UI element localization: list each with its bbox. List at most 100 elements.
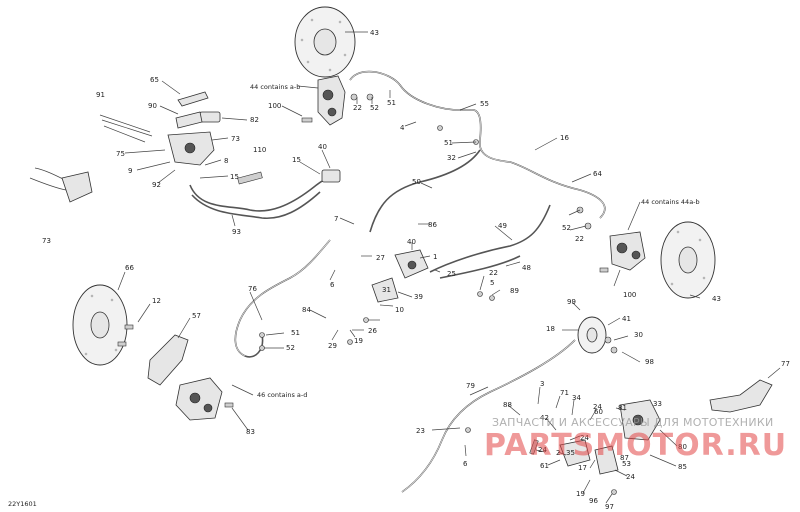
callout-110: 110 — [253, 146, 266, 154]
callout-77: 77 — [781, 360, 790, 368]
callout-46-contains-a-d: 46 contains a-d — [257, 391, 307, 399]
callout-6b: 6 — [463, 460, 468, 468]
brake-lines — [29, 70, 606, 493]
callout-66: 66 — [125, 264, 134, 272]
callout-22c: 22 — [489, 269, 498, 277]
part-callouts: 43 44 contains a-b 22 52 51 55 65 90 82 … — [8, 29, 790, 511]
callout-97: 97 — [605, 503, 614, 511]
callout-82: 82 — [250, 116, 259, 124]
brake-disc-right — [660, 221, 716, 299]
callout-15: 15 — [230, 173, 239, 181]
callout-32: 32 — [447, 154, 456, 162]
callout-29: 29 — [328, 342, 337, 350]
callout-65: 65 — [150, 76, 159, 84]
callout-44-contains-44a-b: 44 contains 44a-b — [641, 198, 700, 206]
callout-19b: 19 — [576, 490, 585, 498]
watermark-logo: PARTSMOTOR.RU — [484, 428, 788, 463]
callout-8: 8 — [224, 157, 228, 165]
callout-4: 4 — [400, 124, 405, 132]
callout-85: 85 — [678, 463, 687, 471]
callout-43: 43 — [370, 29, 379, 37]
callout-100b: 100 — [623, 291, 636, 299]
callout-51b: 51 — [444, 139, 453, 147]
callout-76: 76 — [248, 285, 257, 293]
callout-17: 17 — [578, 464, 587, 472]
callout-25: 25 — [447, 270, 456, 278]
callout-90: 90 — [148, 102, 157, 110]
callout-6: 6 — [330, 281, 335, 289]
bracket-65 — [177, 91, 209, 107]
callout-79: 79 — [466, 382, 475, 390]
callout-89: 89 — [510, 287, 519, 295]
callout-80: 80 — [678, 443, 687, 451]
callout-12: 12 — [152, 297, 161, 305]
callout-86: 86 — [428, 221, 437, 229]
callout-15b: 15 — [292, 156, 301, 164]
callout-96: 96 — [589, 497, 598, 505]
junction-40 — [321, 169, 341, 183]
callout-42: 42 — [540, 414, 549, 422]
callout-48: 48 — [522, 264, 531, 272]
callout-10: 10 — [395, 306, 404, 314]
callout-61: 61 — [540, 462, 549, 470]
callout-9: 9 — [128, 167, 132, 175]
diagram-code: 22Y1601 — [8, 500, 37, 508]
bracket-90 — [175, 111, 203, 129]
callout-98: 98 — [645, 358, 654, 366]
callout-51c: 51 — [291, 329, 300, 337]
callout-93: 93 — [232, 228, 241, 236]
callout-34: 34 — [572, 394, 581, 402]
callout-16: 16 — [560, 134, 569, 142]
callout-73b: 73 — [42, 237, 51, 245]
callout-83: 83 — [246, 428, 255, 436]
callout-92: 92 — [152, 181, 161, 189]
callout-44-contains-a-b: 44 contains a-b — [250, 83, 300, 91]
callout-99: 99 — [567, 298, 576, 306]
brake-disc-top — [294, 6, 356, 78]
callout-3: 3 — [540, 380, 544, 388]
callout-50: 50 — [412, 178, 421, 186]
callout-24c: 24 — [538, 446, 547, 454]
caliper-bracket-57 — [147, 334, 189, 386]
callout-81: 81 — [618, 404, 627, 412]
callout-5: 5 — [490, 279, 494, 287]
master-cylinder-73 — [167, 131, 215, 166]
callout-49: 49 — [498, 222, 507, 230]
callout-60: 60 — [594, 408, 603, 416]
callout-1: 1 — [433, 253, 437, 261]
valve-39 — [371, 277, 399, 303]
callout-19: 19 — [354, 337, 363, 345]
callout-57: 57 — [192, 312, 201, 320]
callout-7: 7 — [334, 215, 338, 223]
callout-26: 26 — [368, 327, 377, 335]
rear-caliper-assembly — [559, 399, 661, 475]
callout-52c: 52 — [286, 344, 295, 352]
abs-module-1 — [394, 249, 429, 279]
callout-84: 84 — [302, 306, 311, 314]
callout-52: 52 — [370, 104, 379, 112]
callout-100: 100 — [268, 102, 281, 110]
callout-51: 51 — [387, 99, 396, 107]
callout-30: 30 — [634, 331, 643, 339]
callout-88: 88 — [503, 401, 512, 409]
watermark-tagline: ЗАПЧАСТИ И АКСЕССУАРЫ ДЛЯ МОТОТЕХНИКИ — [492, 416, 774, 429]
callout-40b: 40 — [407, 238, 416, 246]
callout-27: 27 — [376, 254, 385, 262]
callout-35: 35 — [566, 449, 575, 457]
callout-73: 73 — [231, 135, 240, 143]
callout-87: 87 — [620, 454, 629, 462]
leader-lines — [117, 31, 781, 504]
reservoir-82 — [199, 111, 221, 123]
caliper-top — [317, 75, 346, 126]
callout-40: 40 — [318, 143, 327, 151]
callout-22: 22 — [353, 104, 362, 112]
connector-block-73 — [61, 171, 93, 203]
callout-75: 75 — [116, 150, 125, 158]
rear-disc-41 — [577, 316, 607, 354]
callout-2: 2 — [556, 449, 560, 457]
callout-41: 41 — [622, 315, 631, 323]
brake-disc-left — [72, 284, 128, 366]
callout-91: 91 — [96, 91, 105, 99]
callout-24: 24 — [593, 403, 602, 411]
